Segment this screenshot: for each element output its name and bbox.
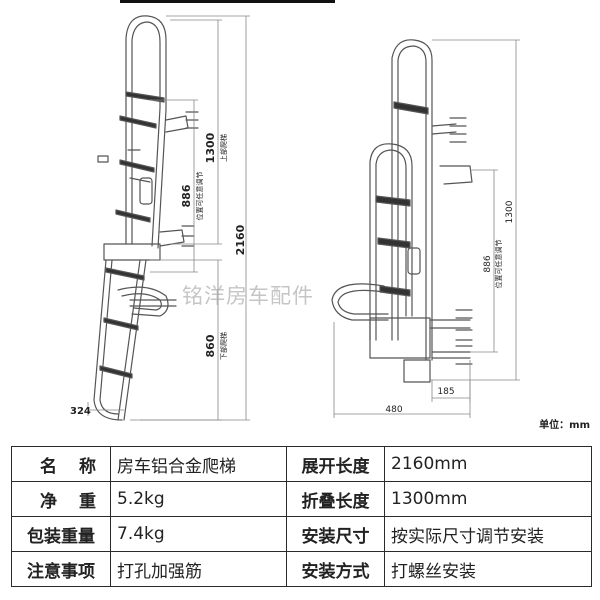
dim-adjust-label: 位置可任意调节 [195,172,204,221]
spec-value-extended-length: 2160mm [384,446,592,482]
spec-key-install-method: 安装方式 [286,551,385,587]
dim-lower-label: 下部爬梯 [219,332,228,360]
dim-total-height: 2160 [234,224,247,255]
spec-row: 包装重量 7.4kg 安装尺寸 按实际尺寸调节安装 [11,516,592,552]
spec-value-net-weight: 5.2kg [110,481,287,517]
spec-row: 注意事项 打孔加强筋 安装方式 打螺丝安装 [11,551,592,587]
dim-folded-adjust-label: 位置可任意调节 [494,240,503,289]
dim-lower-height: 860 [204,334,217,357]
dim-upper-label: 上部爬梯 [219,134,228,162]
unit-label: 单位：mm [539,420,590,431]
ladder-technical-drawing: 2160 1300 上部爬梯 886 位置可任意调节 860 下部爬梯 324 … [70,15,520,421]
spec-table: 名称 房车铝合金爬梯 展开长度 2160mm 净重 5.2kg 折叠长度 130… [11,446,592,587]
dim-folded-offset: 185 [437,387,454,397]
spec-value-install-method: 打螺丝安装 [384,551,592,587]
dim-folded-adjust: 886 [483,255,493,272]
spec-row: 净重 5.2kg 折叠长度 1300mm [11,481,592,517]
dim-folded-height: 1300 [505,200,515,223]
dim-folded-depth: 480 [385,405,402,415]
spec-key-net-weight: 净重 [11,481,111,517]
dim-adjust-height: 886 [180,184,193,207]
spec-value-package-weight: 7.4kg [110,516,287,552]
spec-key-notes: 注意事项 [11,551,111,587]
spec-row: 名称 房车铝合金爬梯 展开长度 2160mm [11,446,592,482]
spec-value-name: 房车铝合金爬梯 [110,446,287,482]
watermark: 铭洋房车配件 [182,284,314,308]
spec-key-folded-length: 折叠长度 [286,481,385,517]
extended-ladder-illustration [93,15,199,421]
spec-value-notes: 打孔加强筋 [110,551,287,587]
spec-key-name: 名称 [11,446,111,482]
spec-value-folded-length: 1300mm [384,481,592,517]
header-rule [120,0,335,3]
spec-key-package-weight: 包装重量 [11,516,111,552]
folded-ladder-illustration [331,39,473,383]
spec-key-extended-length: 展开长度 [286,446,385,482]
spec-key-install-size: 安装尺寸 [286,516,385,552]
dim-upper-height: 1300 [204,132,217,163]
dim-foot-depth: 324 [70,406,91,417]
spec-value-install-size: 按实际尺寸调节安装 [384,516,592,552]
